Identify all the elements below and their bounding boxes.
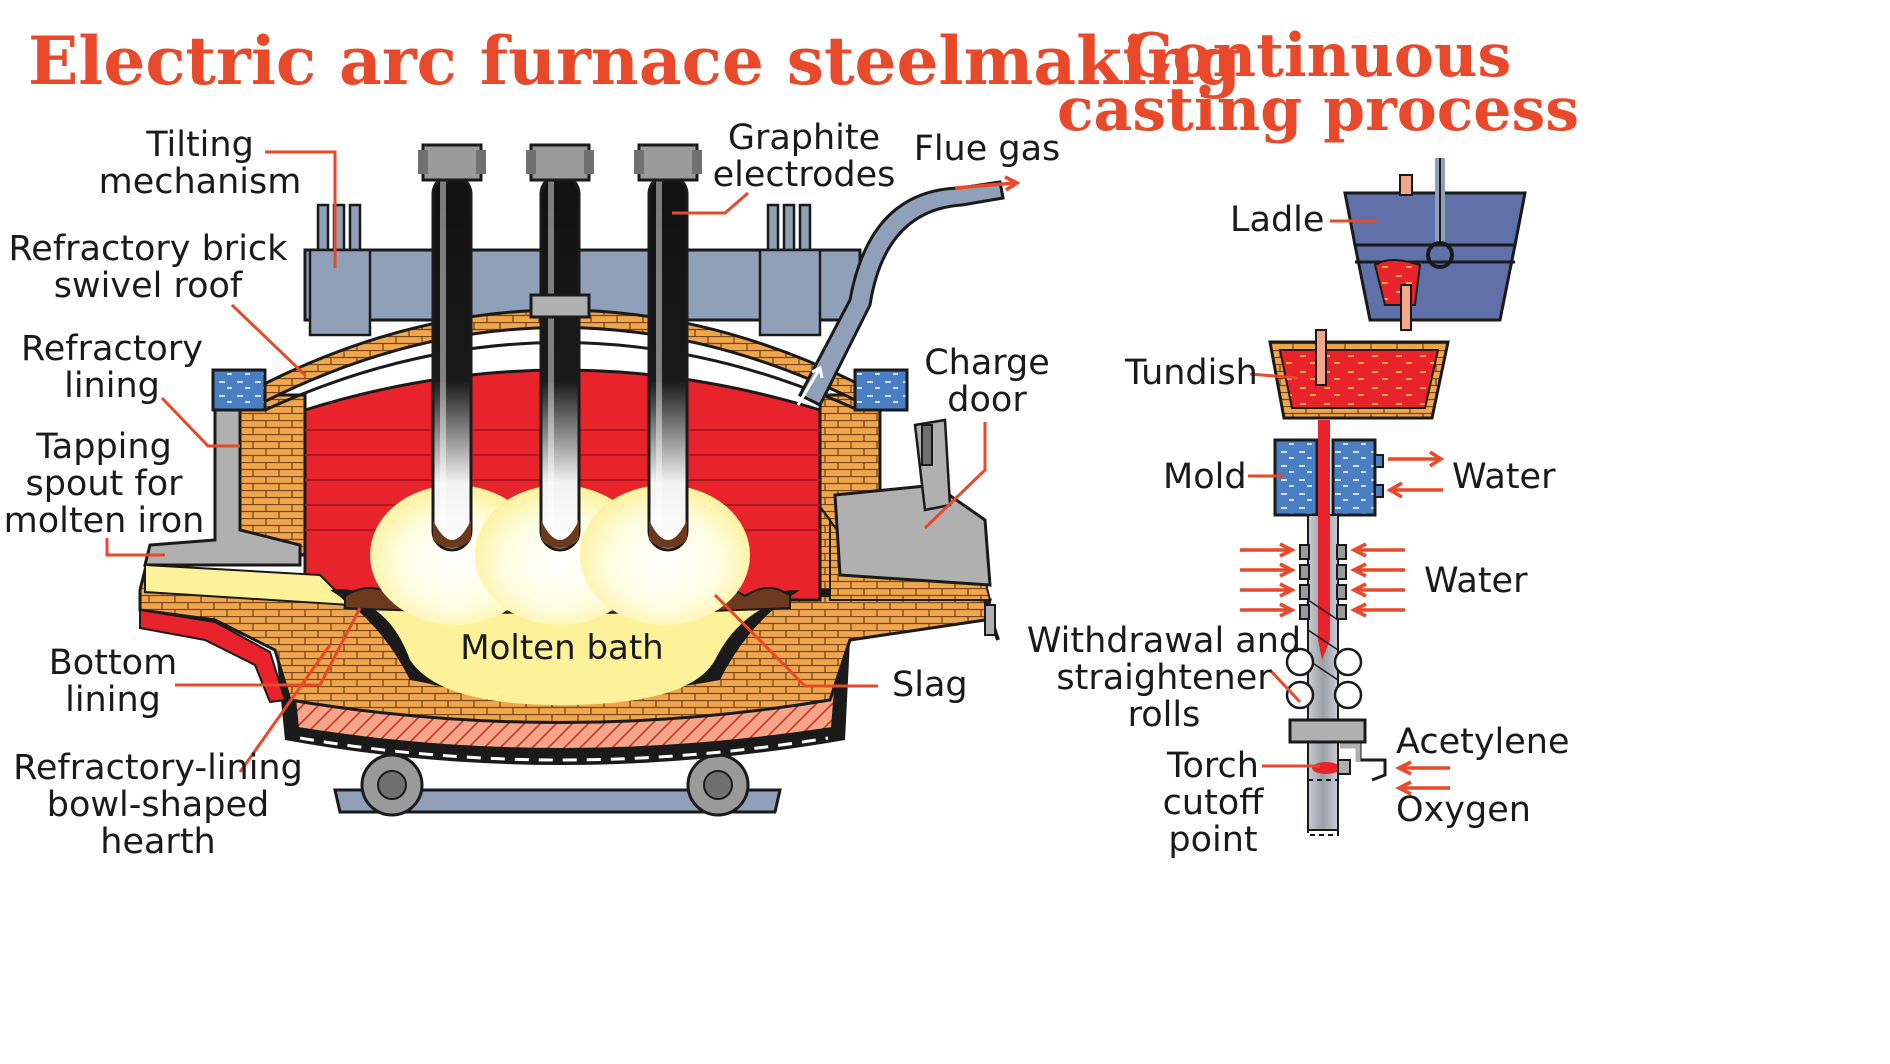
- tapping-channel: [139, 608, 287, 704]
- withdrawal-rolls: [1285, 647, 1363, 710]
- electric-arc-furnace: [138, 143, 1005, 817]
- molten-core: [1318, 420, 1330, 660]
- label-torch-3: point: [1168, 820, 1257, 860]
- label-ladle: Ladle: [1230, 200, 1324, 240]
- arc-glow-3: [580, 485, 750, 625]
- label-flue-gas: Flue gas: [914, 129, 1061, 169]
- casting-labels: Ladle Tundish Mold Water Water Withdrawa…: [1027, 200, 1570, 860]
- label-tapping-2: spout for: [25, 464, 183, 504]
- torch-carriage: [1288, 718, 1367, 744]
- furnace-base-frame: [333, 788, 782, 814]
- label-rolls-2: straightener: [1056, 658, 1272, 698]
- label-electrodes-2: electrodes: [713, 155, 896, 195]
- furnace-labels: Tilting mechanism Refractory brick swive…: [4, 118, 1061, 862]
- leader-lines: [105, 150, 1378, 773]
- flow-arrows: [954, 175, 1450, 796]
- label-charge-1: Charge: [924, 343, 1050, 383]
- label-electrodes-1: Graphite: [728, 118, 880, 158]
- tapping-spout: [143, 408, 302, 567]
- spray-rolls: [1299, 544, 1347, 620]
- label-torch-2: cutoff: [1163, 783, 1265, 823]
- cc-title-line1: Continuous: [1125, 21, 1512, 91]
- continuous-casting: [1268, 158, 1527, 836]
- eaf-title: Electric arc furnace steelmaking: [28, 22, 1241, 100]
- label-tundish: Tundish: [1124, 353, 1258, 393]
- label-roof-1: Refractory brick: [9, 229, 289, 269]
- label-acetylene: Acetylene: [1396, 722, 1570, 762]
- torch-flame: [1312, 762, 1340, 774]
- label-tilting-2: mechanism: [99, 162, 302, 202]
- cc-title-line2: casting process: [1057, 75, 1579, 145]
- graphite-electrode-1: [418, 143, 486, 552]
- label-molten-bath: Molten bath: [460, 628, 664, 668]
- label-tapping-3: molten iron: [4, 501, 205, 541]
- label-oxygen: Oxygen: [1396, 790, 1531, 830]
- mold-right: [1331, 438, 1377, 517]
- label-hearth-2: bowl-shaped: [47, 785, 269, 825]
- label-charge-2: door: [947, 380, 1027, 420]
- right-water-cooled-block: [853, 368, 909, 412]
- label-roof-2: swivel roof: [54, 266, 243, 306]
- label-hearth-1: Refractory-lining: [13, 748, 303, 788]
- label-bottom-1: Bottom: [49, 643, 177, 683]
- label-slag: Slag: [892, 665, 968, 705]
- label-water-mold: Water: [1452, 457, 1556, 497]
- charge-door: [833, 483, 992, 587]
- label-tilting-1: Tilting: [145, 125, 254, 165]
- label-mold: Mold: [1163, 457, 1247, 497]
- label-tapping-1: Tapping: [35, 427, 172, 467]
- graphite-electrode-2: [526, 143, 594, 552]
- label-rolls-3: rolls: [1128, 695, 1201, 735]
- label-hearth-3: hearth: [100, 822, 215, 862]
- label-lining-2: lining: [64, 366, 160, 406]
- label-water-spray: Water: [1424, 561, 1528, 601]
- tilting-mechanism-posts: [308, 203, 822, 337]
- graphite-electrode-3: [634, 143, 702, 552]
- label-rolls-1: Withdrawal and: [1027, 621, 1301, 661]
- label-bottom-2: lining: [65, 680, 161, 720]
- ladle-hook: [1426, 241, 1454, 269]
- left-water-cooled-block: [211, 368, 267, 412]
- flue-gas-duct: [797, 180, 1005, 408]
- label-torch-1: Torch: [1166, 746, 1259, 786]
- label-lining-1: Refractory: [21, 329, 203, 369]
